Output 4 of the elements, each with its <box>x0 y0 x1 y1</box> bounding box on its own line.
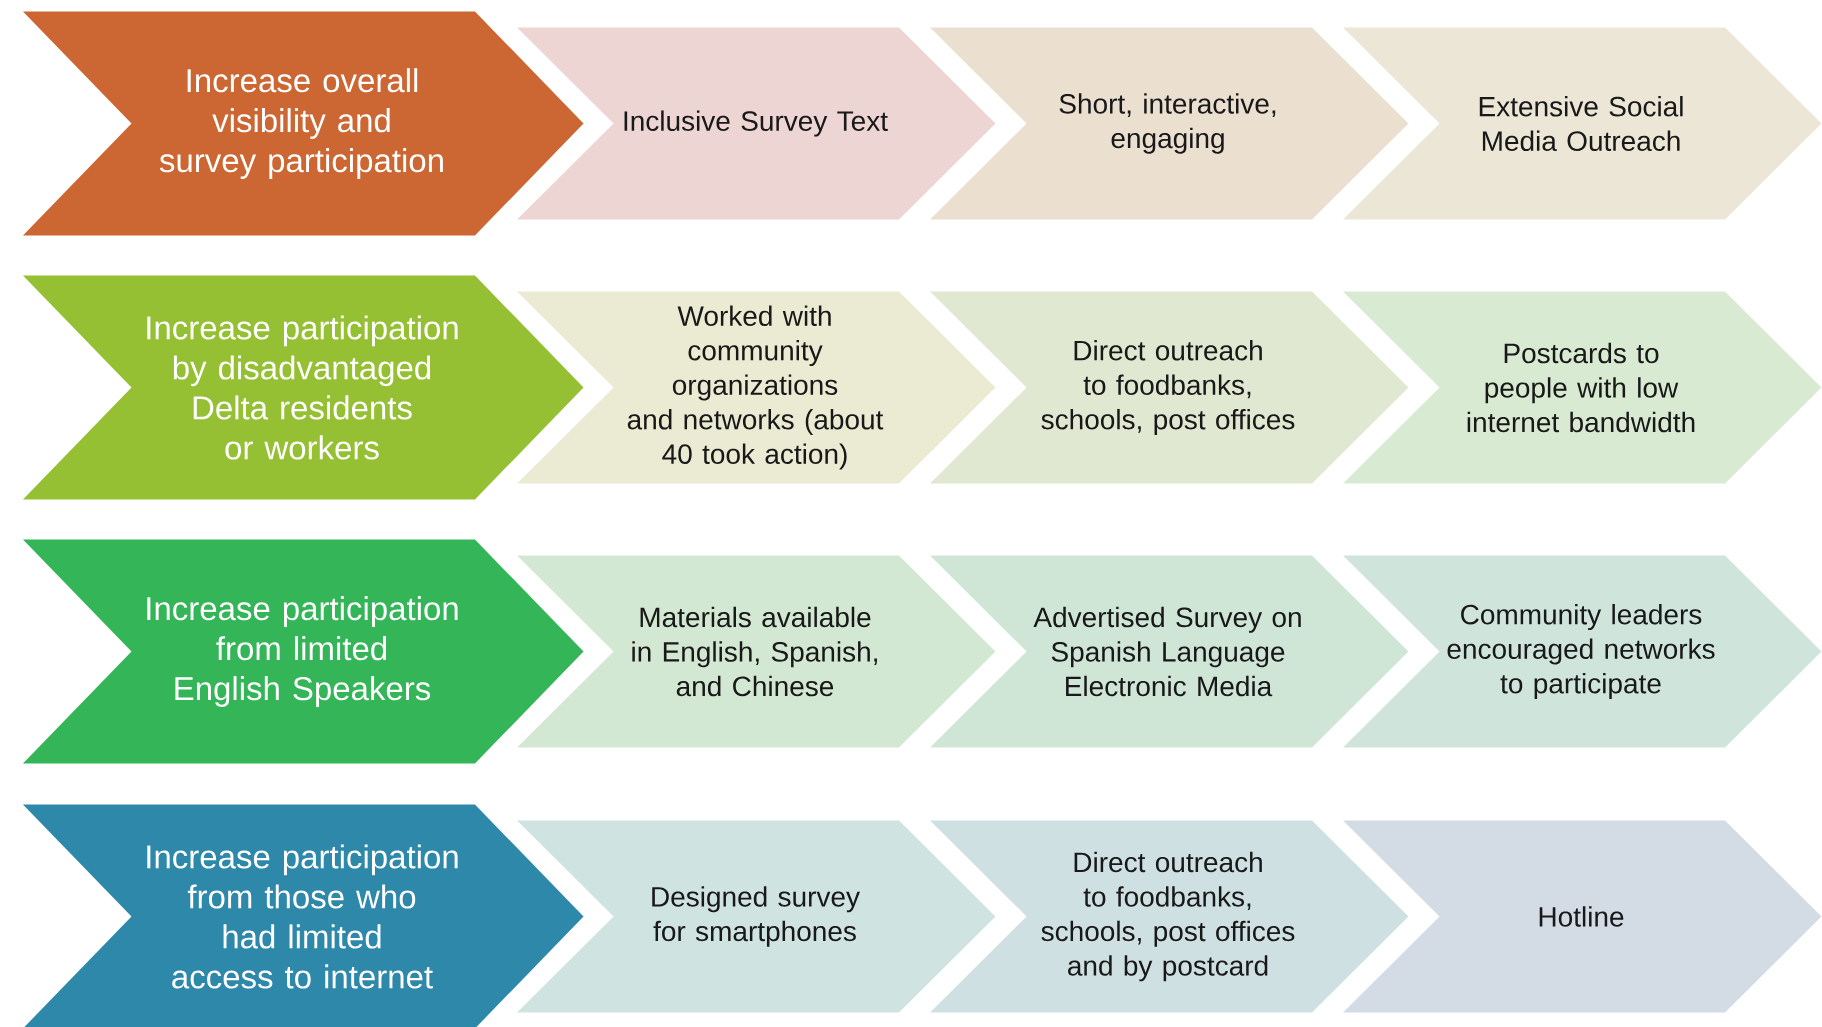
node-label: Designed survey for smartphones <box>652 886 860 947</box>
node-label: Community leaders encouraged networks to participate <box>1447 603 1715 700</box>
node-label: Hotline <box>1539 906 1624 927</box>
node-label: Direct outreach to foodbanks, schools, post offices and by postcard <box>1041 851 1295 982</box>
